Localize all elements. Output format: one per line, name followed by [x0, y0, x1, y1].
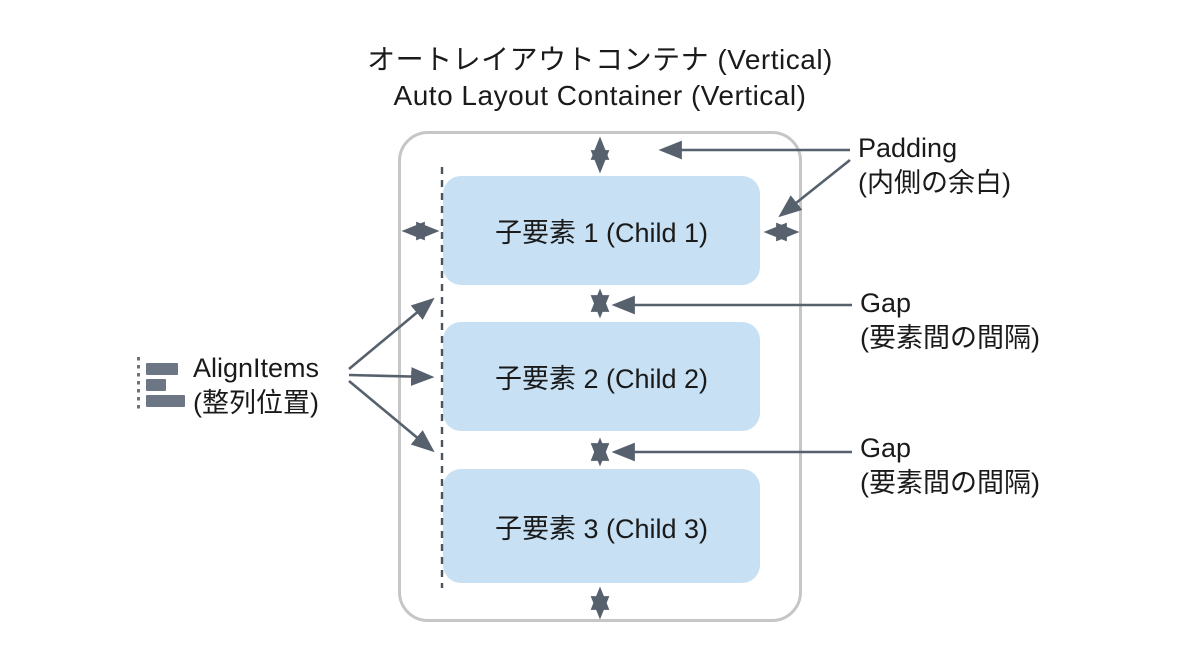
align-left-icon-axis [137, 357, 140, 413]
align-items-sublabel: (整列位置) [193, 388, 319, 418]
padding-label: Padding [858, 133, 958, 163]
gap-1-sublabel: (要素間の間隔) [860, 323, 1040, 353]
title-japanese: オートレイアウトコンテナ (Vertical) [367, 44, 833, 75]
gap-2-label: Gap [860, 433, 912, 463]
annotation-padding: Padding (内側の余白) [858, 131, 1011, 201]
annotation-align-items: AlignItems (整列位置) [193, 351, 319, 421]
child-box-2: 子要素 2 (Child 2) [443, 322, 760, 431]
child-box-3: 子要素 3 (Child 3) [443, 469, 760, 583]
padding-sublabel: (内側の余白) [858, 168, 1011, 198]
align-left-icon-bar [146, 363, 178, 375]
annotation-gap-1: Gap (要素間の間隔) [860, 286, 1040, 356]
diagram-title: オートレイアウトコンテナ (Vertical) Auto Layout Cont… [0, 42, 1200, 114]
child-box-1: 子要素 1 (Child 1) [443, 176, 760, 285]
gap-1-label: Gap [860, 288, 912, 318]
align-left-icon [137, 357, 191, 413]
align-left-icon-bar [146, 395, 185, 407]
annotation-gap-2: Gap (要素間の間隔) [860, 431, 1040, 501]
align-items-label: AlignItems [193, 353, 320, 383]
title-english: Auto Layout Container (Vertical) [393, 80, 807, 111]
gap-2-sublabel: (要素間の間隔) [860, 468, 1040, 498]
align-left-icon-bar [146, 379, 166, 391]
